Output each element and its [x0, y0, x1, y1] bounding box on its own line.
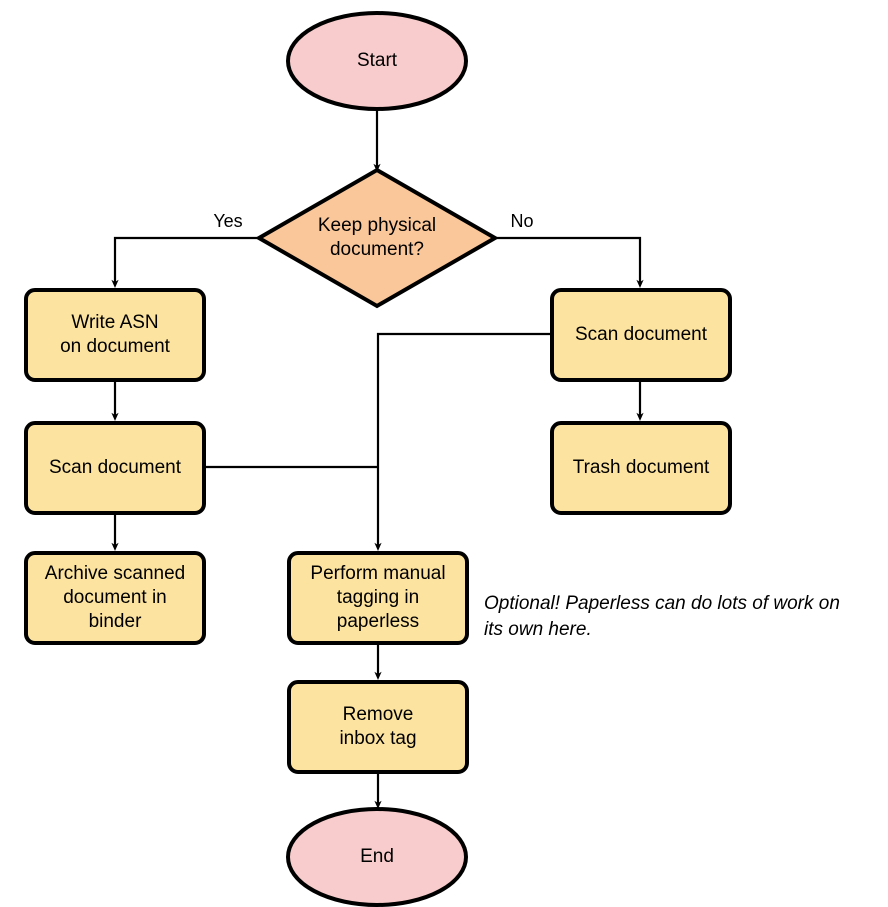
process-shape [550, 288, 732, 382]
edge-line [374, 332, 552, 552]
process-shape [24, 288, 206, 382]
annotation-optional-note: Optional! Paperless can do lots of work … [484, 593, 840, 640]
node-remove-inbox-tag[interactable]: Remove inbox tag [287, 680, 469, 774]
process-shape [24, 551, 206, 645]
node-label-line: End [360, 846, 394, 867]
node-trash-document[interactable]: Trash document [550, 421, 732, 515]
node-start[interactable]: Start [286, 11, 468, 111]
node-label-line: paperless [337, 611, 419, 632]
edge-decision-yes-to-write-asn: Yes [111, 211, 259, 289]
node-label-line: Archive scanned [45, 563, 185, 584]
node-scan-document-right[interactable]: Scan document [550, 288, 732, 382]
annotation-line: Optional! Paperless can do lots of work … [484, 593, 840, 614]
edge-line [111, 236, 259, 289]
annotation-line: its own here. [484, 619, 592, 640]
node-label-line: Scan document [49, 457, 182, 478]
edge-scan-right-to-manual-tagging [374, 332, 552, 552]
node-label-line: Scan document [575, 324, 708, 345]
node-label-line: binder [89, 611, 142, 632]
edges-layer: Yes No [111, 110, 644, 810]
node-label-line: Keep physical [318, 215, 436, 236]
node-keep-physical-document[interactable]: Keep physical document? [254, 167, 500, 309]
process-shape [287, 551, 469, 645]
node-label-line: Remove [343, 704, 414, 725]
decision-shape [254, 167, 500, 309]
node-perform-manual-tagging-in-paperless[interactable]: Perform manual tagging in paperless [287, 551, 469, 645]
node-label-line: on document [60, 336, 171, 357]
node-label-line: document? [330, 239, 424, 260]
node-label-line: tagging in [337, 587, 419, 608]
node-archive-scanned-document-in-binder[interactable]: Archive scanned document in binder [24, 551, 206, 645]
node-label-line: Trash document [573, 457, 710, 478]
node-label-line: Start [357, 50, 398, 71]
terminator-shape [286, 807, 468, 907]
edge-decision-no-to-scan-right: No [495, 211, 644, 289]
node-label-line: inbox tag [339, 728, 416, 749]
process-shape [24, 421, 206, 515]
process-shape [287, 680, 469, 774]
node-label-line: Perform manual [310, 563, 445, 584]
annotations-layer: Optional! Paperless can do lots of work … [484, 593, 840, 640]
node-scan-document-left[interactable]: Scan document [24, 421, 206, 515]
node-label-line: Write ASN [71, 312, 158, 333]
edge-label-no: No [510, 211, 533, 231]
node-end[interactable]: End [286, 807, 468, 907]
edge-line [495, 236, 644, 289]
node-label-line: document in [63, 587, 167, 608]
process-shape [550, 421, 732, 515]
node-write-asn-on-document[interactable]: Write ASN on document [24, 288, 206, 382]
terminator-shape [286, 11, 468, 111]
edge-label-yes: Yes [213, 211, 242, 231]
